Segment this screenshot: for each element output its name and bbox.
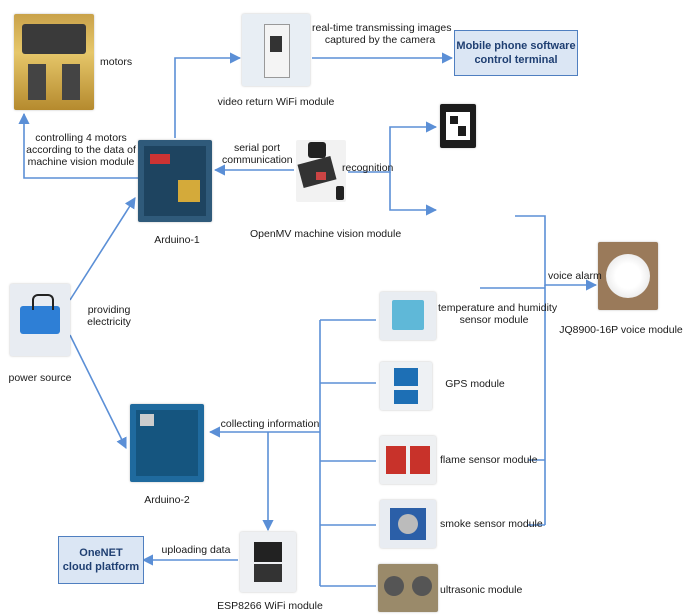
arrow-power-to-arduino2 xyxy=(69,334,127,450)
temp-line-1: temperature and humidity xyxy=(438,302,558,314)
serial-line-2: communication xyxy=(222,154,293,166)
motors-label: motors xyxy=(100,56,133,68)
mobile-line-1: Mobile phone software xyxy=(456,40,576,52)
openmv-photo xyxy=(296,140,346,202)
arduino1-label: Arduino-1 xyxy=(154,234,200,246)
arduino2-label: Arduino-2 xyxy=(144,494,190,506)
smoke-sensor-photo xyxy=(380,500,436,548)
arduino1-photo xyxy=(138,140,212,222)
openmv-label: OpenMV machine vision module xyxy=(250,228,402,240)
arrow-power-to-arduino1 xyxy=(69,197,136,301)
controlling-line-2: according to the data of xyxy=(26,144,136,156)
realtime-label: real-time transmissing images captured b… xyxy=(312,22,452,46)
arrow-recognition-to-qr xyxy=(348,121,438,173)
ultrasonic-label: ultrasonic module xyxy=(440,584,523,596)
temp-line-2: sensor module xyxy=(459,314,529,326)
arrow-arduino1-to-motors xyxy=(18,112,138,179)
providing-line-2: electricity xyxy=(87,316,131,328)
serial-line-1: serial port xyxy=(233,142,281,154)
arrow-to-voice-module xyxy=(515,215,598,291)
flame-sensor-label: flame sensor module xyxy=(440,454,538,466)
onenet-line-1: OneNET xyxy=(79,547,123,559)
serial-label: serial port communication xyxy=(222,142,293,166)
arduino2-photo xyxy=(130,404,204,482)
uploading-label: uploading data xyxy=(161,544,231,556)
voice-alarm-label: voice alarm xyxy=(548,270,602,282)
power-source-label: power source xyxy=(8,372,72,384)
esp8266-label: ESP8266 WiFi module xyxy=(217,600,323,612)
motors-photo xyxy=(14,14,94,110)
ultrasonic-photo xyxy=(378,564,438,612)
controlling-line-1: controlling 4 motors xyxy=(35,132,127,144)
controlling-label: controlling 4 motors according to the da… xyxy=(26,132,136,168)
recognition-label: recognition xyxy=(342,162,394,174)
esp8266-photo xyxy=(240,532,296,592)
providing-label: providing electricity xyxy=(80,304,138,328)
mobile-line-2: control terminal xyxy=(474,54,558,66)
voice-module-label: JQ8900-16P voice module xyxy=(559,324,683,336)
onenet-line-2: cloud platform xyxy=(62,561,140,573)
realtime-line-1: real-time transmissing images xyxy=(312,22,452,34)
arrow-recognition-down xyxy=(389,172,438,216)
mobile-terminal-box: Mobile phone software control terminal xyxy=(454,30,578,76)
video-module-photo xyxy=(242,14,310,86)
smoke-sensor-label: smoke sensor module xyxy=(440,518,543,530)
collecting-label: collecting information xyxy=(220,418,320,430)
video-module-label: video return WiFi module xyxy=(217,96,335,108)
onenet-box: OneNET cloud platform xyxy=(58,536,144,584)
temp-sensor-label: temperature and humidity sensor module xyxy=(438,302,557,326)
flame-sensor-photo xyxy=(380,436,436,484)
controlling-line-3: machine vision module xyxy=(27,156,135,168)
power-source-photo xyxy=(10,284,70,356)
gps-module-label: GPS module xyxy=(445,378,505,390)
voice-module-photo xyxy=(598,242,658,310)
temp-sensor-photo xyxy=(380,292,436,340)
providing-line-1: providing xyxy=(87,304,131,316)
gps-module-photo xyxy=(380,362,432,410)
arrow-arduino1-to-video xyxy=(174,52,242,138)
qr-target-image xyxy=(440,104,476,148)
realtime-line-2: captured by the camera xyxy=(324,34,436,46)
